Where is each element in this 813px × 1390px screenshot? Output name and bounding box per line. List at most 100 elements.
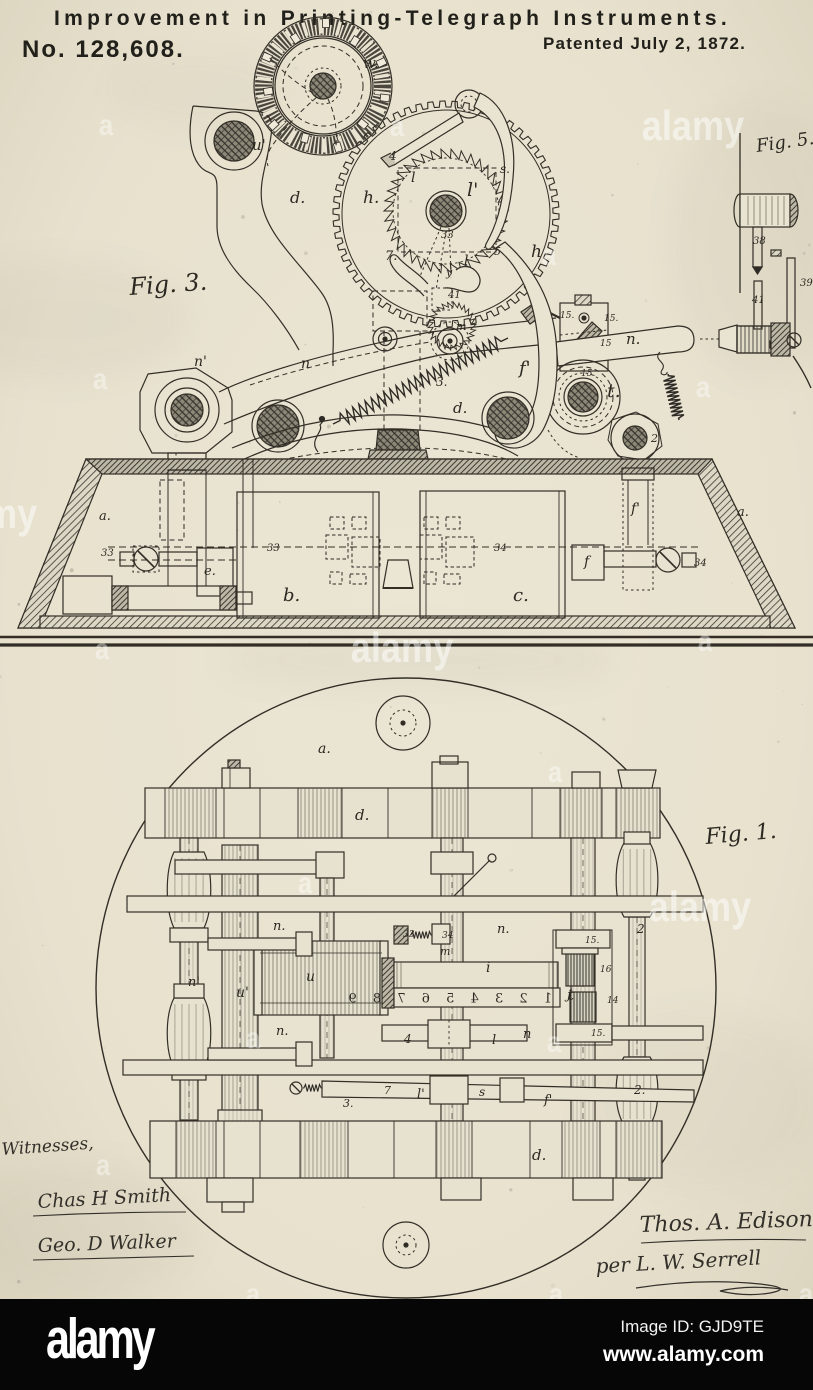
part-label: n.	[497, 922, 510, 937]
part-label: 15.	[591, 1029, 605, 1039]
part-label: a.	[99, 509, 111, 524]
alamy-watermark-letter: a	[698, 624, 713, 657]
part-label: 34	[442, 931, 454, 941]
part-label: f'	[543, 1093, 552, 1108]
alamy-url[interactable]: www.alamy.com	[602, 1343, 764, 1366]
watermarks: aaalamyaaaalamyaalamyaaaalamyaaaaaa	[0, 104, 813, 1311]
alamy-watermark-letter: a	[96, 1148, 111, 1181]
part-label: h	[531, 242, 542, 262]
part-label: y	[445, 266, 453, 279]
part-label: l'	[417, 1087, 425, 1102]
part-label: s	[479, 1085, 485, 1099]
alamy-watermark-word: alamy	[351, 626, 454, 672]
part-label: 2.	[633, 1083, 645, 1097]
alamy-watermark-letter: a	[390, 109, 405, 142]
part-label: f'	[630, 501, 640, 517]
figure-5-detail	[700, 133, 812, 389]
part-label: a.	[737, 505, 749, 520]
part-label: n'	[188, 975, 200, 990]
part-label: 33	[403, 930, 415, 940]
part-label: 34	[494, 543, 507, 554]
part-label: 15.	[585, 936, 599, 946]
document-header: Improvement in Printing-Telegraph Instru…	[22, 7, 746, 63]
alamy-watermark-letter: a	[547, 1025, 562, 1058]
part-label: n.	[273, 919, 286, 934]
part-label: b.	[283, 585, 300, 606]
part-label: 7.	[385, 249, 397, 264]
patent-number: No. 128,608.	[22, 36, 185, 63]
part-label: 14	[607, 996, 619, 1006]
signature-flourish	[635, 1281, 789, 1296]
part-label: w.	[363, 54, 379, 72]
part-label: l	[492, 1033, 496, 1048]
inventor-signature: Thos. A. Edison	[639, 1207, 813, 1238]
alamy-watermark-letter: a	[95, 632, 110, 665]
part-label: e.	[204, 564, 216, 579]
part-label: n	[301, 356, 310, 372]
figure-3-side-view	[0, 16, 813, 647]
part-label: c.	[513, 585, 529, 606]
part-label: 3.	[343, 1097, 354, 1110]
part-label: 4	[403, 1032, 412, 1046]
part-label: 3.	[436, 375, 447, 389]
part-label: 39.	[800, 278, 813, 289]
ratchet-wheel	[382, 147, 510, 275]
hanging-spring	[663, 373, 685, 421]
alamy-watermark-word: alamy	[642, 104, 745, 150]
part-label: s.	[500, 162, 510, 176]
alamy-watermark-letter: a	[542, 238, 557, 271]
main-spring	[332, 335, 509, 426]
witness-2-underline	[32, 1255, 195, 1261]
part-label: d.	[453, 399, 467, 417]
part-label: m	[456, 320, 466, 333]
part-label: 34	[694, 558, 707, 569]
part-label: 15.	[604, 314, 618, 324]
part-label: 7	[384, 1084, 391, 1097]
witness-1-underline	[32, 1211, 187, 1217]
alamy-watermark-letter: a	[93, 362, 108, 395]
alamy-logo: alamy	[46, 1308, 156, 1371]
part-label: 38	[753, 236, 766, 247]
part-label: u'	[236, 985, 249, 1001]
alamy-watermark-letter: a	[298, 866, 313, 899]
part-label: f'	[517, 358, 531, 379]
alamy-watermark-letter: a	[696, 370, 711, 403]
part-label: 2	[650, 432, 658, 445]
part-label: h.	[363, 188, 379, 208]
part-label: j	[564, 988, 571, 1003]
part-label: l'	[467, 179, 478, 201]
part-label: 41	[447, 290, 461, 301]
part-label: n.	[626, 330, 640, 348]
part-label: 5	[494, 245, 501, 258]
alamy-watermark-word: alamy	[0, 492, 37, 538]
part-label: n.	[276, 1024, 289, 1039]
image-id-text: Image ID: GJD9TE	[620, 1317, 764, 1336]
figure-caption: Fig. 3.	[127, 268, 208, 301]
figure-1-plan-view: 1 2 3 4 5 6 7 8 9	[95, 677, 717, 1299]
page-title: Improvement in Printing-Telegraph Instru…	[54, 7, 731, 30]
alamy-watermark-letter: a	[99, 108, 114, 141]
part-label: 16	[600, 965, 612, 975]
part-label: i	[486, 960, 490, 976]
patent-date: Patented July 2, 1872.	[543, 34, 746, 53]
part-label: d.	[532, 1146, 546, 1164]
footer-bar: alamy Image ID: GJD9TE www.alamy.com	[0, 1299, 813, 1390]
part-label: 4	[388, 149, 397, 163]
part-label: 33	[267, 543, 280, 554]
part-label: l	[411, 170, 415, 186]
part-label: l	[464, 253, 468, 269]
part-label: n	[523, 1027, 531, 1042]
part-label: 33	[441, 230, 454, 241]
part-label: d.	[290, 188, 305, 207]
part-label: 2	[636, 922, 645, 936]
part-label: 41	[751, 295, 765, 306]
part-label: u'	[252, 136, 266, 154]
part-label: t	[568, 986, 575, 1004]
part-label: 33	[101, 548, 114, 559]
alamy-watermark-letter: a	[548, 755, 563, 788]
witness-signature-2: Geo. D Walker	[37, 1230, 178, 1257]
part-label: a.	[318, 741, 331, 757]
part-label: 15.	[560, 311, 574, 321]
